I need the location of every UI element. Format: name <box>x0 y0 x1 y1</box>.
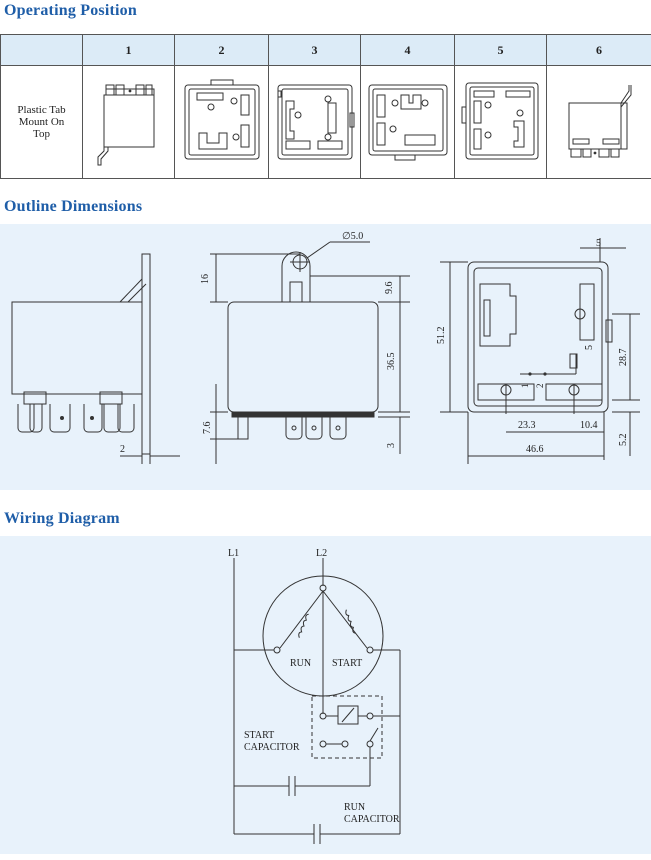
outline-dimensions-drawing: ∅5.0 16 9.6 36.5 7.6 3 2 51.2 5 5 28.7 2… <box>11 231 640 464</box>
row-label-line: Plastic Tab <box>17 104 66 116</box>
pin-2-label: 2 <box>535 384 545 389</box>
table-header-row: 1 2 3 4 5 6 <box>0 34 651 66</box>
side-view-body <box>11 301 143 395</box>
bottom-view-body <box>467 261 609 413</box>
position-4-cell <box>360 65 455 179</box>
wiring-diagram-panel: L1 L2 RUN START START CAPACITOR RUN CAPA… <box>0 536 651 854</box>
table-header: 4 <box>360 34 455 66</box>
dim-36-5: 36.5 <box>386 353 397 371</box>
position-1-cell <box>82 65 175 179</box>
pin-1-label: 1 <box>520 384 530 389</box>
relay-position-6-drawing <box>568 85 632 158</box>
relay-position-5-drawing <box>461 82 538 160</box>
dim-10-4: 10.4 <box>580 420 598 431</box>
table-row: Plastic Tab Mount On Top <box>0 65 651 179</box>
dim-5-top: 5 <box>596 238 601 249</box>
relay-coil <box>337 705 359 725</box>
dim-5-2: 5.2 <box>618 434 629 447</box>
table-header: 1 <box>82 34 175 66</box>
table-header: 6 <box>546 34 651 66</box>
start-capacitor-label-2: CAPACITOR <box>244 742 300 753</box>
wiring-diagram-drawing: L1 L2 RUN START START CAPACITOR RUN CAPA… <box>228 548 401 844</box>
outline-dimensions-panel: ∅5.0 16 9.6 36.5 7.6 3 2 51.2 5 5 28.7 2… <box>0 224 651 490</box>
l2-label: L2 <box>316 548 327 559</box>
dim-51-2: 51.2 <box>436 327 447 345</box>
relay-position-2-drawing <box>184 79 259 160</box>
relay-position-1-drawing <box>97 84 154 166</box>
section-title-operating-position: Operating Position <box>4 2 137 19</box>
dim-2: 2 <box>120 444 125 455</box>
relay-position-3-drawing <box>277 84 354 160</box>
row-label-line: Top <box>33 128 50 140</box>
run-capacitor-label-1: RUN <box>344 802 365 813</box>
front-view-body <box>227 301 379 413</box>
position-5-cell <box>454 65 547 179</box>
relay-box <box>311 695 383 759</box>
start-capacitor-label-1: START <box>244 730 274 741</box>
mounting-tab <box>281 251 311 302</box>
dim-28-7: 28.7 <box>618 349 629 367</box>
position-3-cell <box>268 65 361 179</box>
table-header: 5 <box>454 34 547 66</box>
row-label: Plastic Tab Mount On Top <box>0 65 83 179</box>
table-header: 3 <box>268 34 361 66</box>
section-title-outline-dimensions: Outline Dimensions <box>4 198 143 215</box>
run-label: RUN <box>290 658 311 669</box>
dim-23-3: 23.3 <box>518 420 536 431</box>
row-label-line: Mount On <box>18 116 65 128</box>
dim-7-6: 7.6 <box>202 422 213 435</box>
run-capacitor-label-2: CAPACITOR <box>344 814 400 825</box>
dim-3: 3 <box>386 443 397 448</box>
relay-position-4-drawing <box>368 84 447 161</box>
dim-16: 16 <box>200 274 211 284</box>
table-header <box>0 34 83 66</box>
start-label: START <box>332 658 362 669</box>
dim-46-6: 46.6 <box>526 444 544 455</box>
dim-5-side: 5 <box>584 345 595 350</box>
position-6-cell <box>546 65 651 179</box>
dim-hole: ∅5.0 <box>342 231 363 242</box>
table-header: 2 <box>174 34 269 66</box>
operating-position-table: 1 2 3 4 5 6 Plastic Tab Mount On Top <box>0 34 651 179</box>
position-2-cell <box>174 65 269 179</box>
section-title-wiring-diagram: Wiring Diagram <box>4 510 120 527</box>
dim-9-6: 9.6 <box>384 282 395 295</box>
l1-label: L1 <box>228 548 239 559</box>
